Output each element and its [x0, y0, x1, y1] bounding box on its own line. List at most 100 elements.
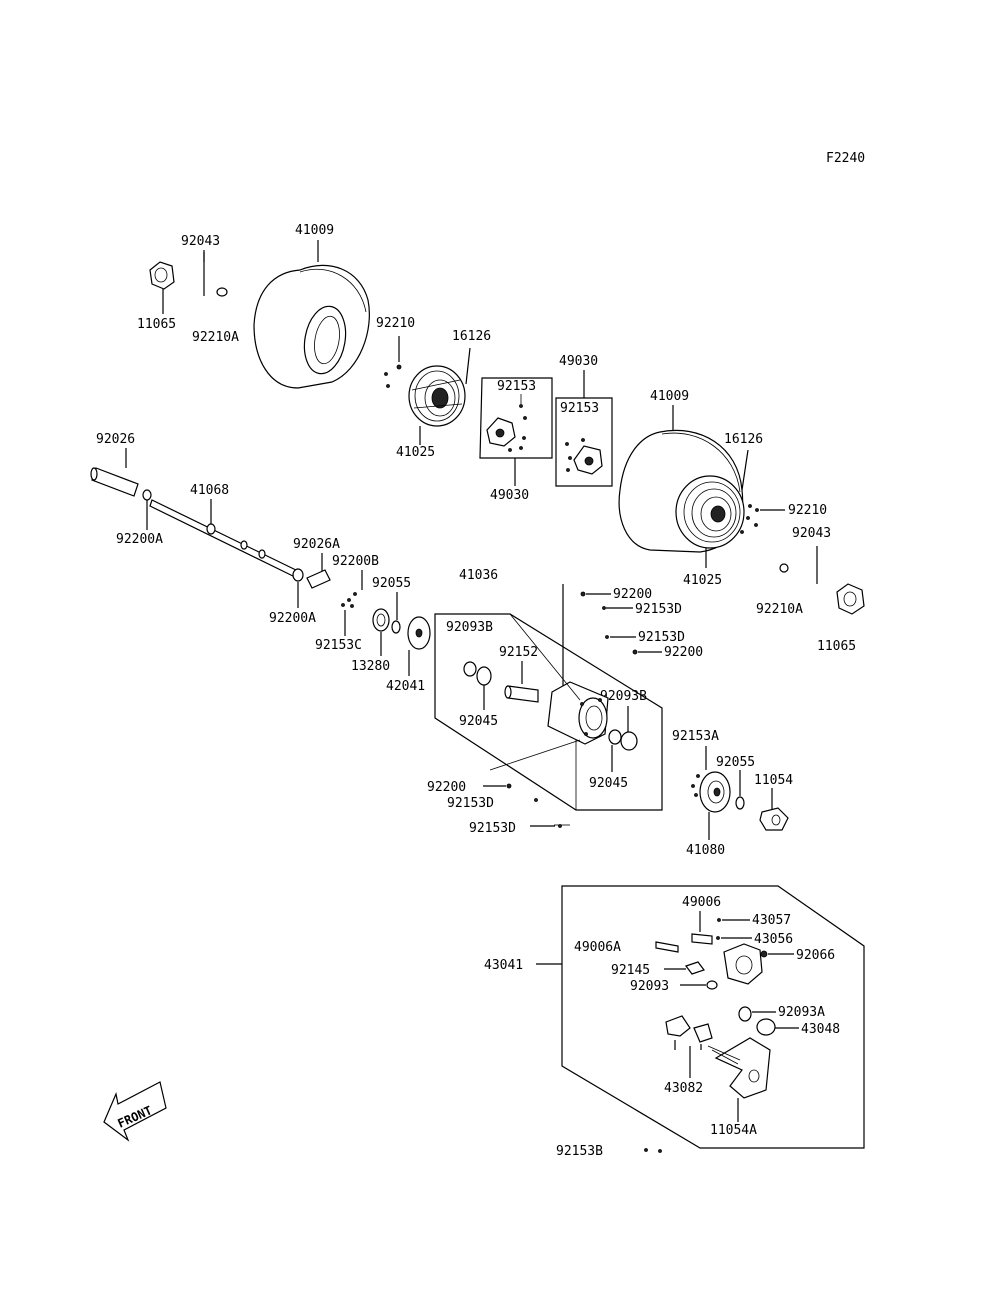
label-11065-top: 11065 [137, 317, 176, 332]
caliper-11054 [759, 788, 789, 831]
label-92066: 92066 [796, 948, 835, 963]
bearing-92200A-left [142, 489, 152, 530]
label-41025-top: 41025 [396, 445, 435, 460]
label-92153D-bot2: 92153D [469, 821, 516, 836]
sprocket-42041 [407, 616, 431, 676]
label-11054A: 11054A [710, 1123, 757, 1138]
label-92043-top: 92043 [181, 234, 220, 249]
caliper-body [723, 943, 794, 985]
bolts-92200-92153D-top [580, 591, 662, 655]
label-11065-right: 11065 [817, 639, 856, 654]
rim-41025-top [384, 336, 471, 445]
bolts-92200-92153D-bottom [483, 783, 570, 828]
bolts-92153B [644, 1148, 662, 1153]
bolts-92200B [341, 570, 363, 636]
label-92210-right: 92210 [788, 503, 827, 518]
label-92200B: 92200B [332, 554, 379, 569]
label-92200A-mid: 92200A [269, 611, 316, 626]
label-43056: 43056 [754, 932, 793, 947]
label-92093A: 92093A [778, 1005, 825, 1020]
label-92145: 92145 [611, 963, 650, 978]
label-92153-box1: 92153 [497, 379, 536, 394]
label-92153-box2: 92153 [560, 401, 599, 416]
label-92045-left: 92045 [459, 714, 498, 729]
label-92153D-top: 92153D [635, 602, 682, 617]
label-49030-box1: 49030 [490, 488, 529, 503]
label-49030-top: 49030 [559, 354, 598, 369]
label-92153D-bot1: 92153D [447, 796, 494, 811]
oring-92093A [738, 1006, 776, 1022]
label-92026: 92026 [96, 432, 135, 447]
label-43041: 43041 [484, 958, 523, 973]
label-92093B-left: 92093B [446, 620, 493, 635]
spring-92093 [680, 980, 718, 990]
label-92026A: 92026A [293, 537, 340, 552]
label-41009-right: 41009 [650, 389, 689, 404]
label-92200-mid: 92200 [664, 645, 703, 660]
label-49006A: 49006A [574, 940, 621, 955]
label-49006: 49006 [682, 895, 721, 910]
label-92200A-left: 92200A [116, 532, 163, 547]
label-92210-top: 92210 [376, 316, 415, 331]
pin-49006A [655, 941, 679, 953]
bolts-92153A [691, 746, 707, 797]
label-43082: 43082 [664, 1081, 703, 1096]
brake-disc-41080 [699, 771, 731, 840]
label-92200-bot: 92200 [427, 780, 466, 795]
label-92055-mid: 92055 [372, 576, 411, 591]
label-41009-top: 41009 [295, 223, 334, 238]
rim-41025-right [675, 449, 785, 568]
clip-92145 [664, 961, 705, 975]
label-92055-right: 92055 [716, 755, 755, 770]
bracket-11054A [707, 1037, 771, 1122]
label-92045-right: 92045 [589, 776, 628, 791]
label-41080: 41080 [686, 843, 725, 858]
bearing-92045-right [608, 706, 638, 772]
label-11054: 11054 [754, 773, 793, 788]
tube-92026A [306, 553, 331, 589]
label-92153D-mid: 92153D [638, 630, 685, 645]
nut-92210A-right [779, 563, 789, 573]
cap-nut-11065-right [836, 583, 865, 615]
axle-tube-92026 [90, 448, 139, 497]
label-16126-right: 16126 [724, 432, 763, 447]
piston-43048 [756, 1018, 799, 1036]
caliper-group-frame-43041 [561, 885, 865, 1149]
sprocket-hub-13280 [372, 608, 390, 656]
pads-43082 [665, 1015, 713, 1078]
seal-92055-mid [391, 592, 401, 634]
label-41068: 41068 [190, 483, 229, 498]
hub-49030-box-right [555, 370, 613, 487]
nut-92210A-top [216, 287, 228, 297]
label-43057: 43057 [752, 913, 791, 928]
axle-housing-41036 [489, 584, 609, 810]
axle-shaft-41068 [149, 499, 301, 579]
label-42041: 42041 [386, 679, 425, 694]
label-41036: 41036 [459, 568, 498, 583]
hub-49030-box-left [479, 377, 553, 486]
front-direction-arrow: FRONT [103, 1081, 167, 1142]
washers-43057-43056 [716, 918, 752, 940]
label-92210A-right: 92210A [756, 602, 803, 617]
bearing-92045-left [463, 661, 492, 710]
pin-49006 [691, 911, 713, 945]
label-13280: 13280 [351, 659, 390, 674]
label-92153A: 92153A [672, 729, 719, 744]
label-43048: 43048 [801, 1022, 840, 1037]
label-41025-right: 41025 [683, 573, 722, 588]
label-92093B-right: 92093B [600, 689, 647, 704]
tire-41009-top [253, 240, 370, 389]
figure-code: F2240 [826, 151, 865, 166]
cap-nut-11065-left [149, 261, 175, 314]
bearing-92200A-mid [292, 568, 304, 608]
label-92200-top: 92200 [613, 587, 652, 602]
label-92093: 92093 [630, 979, 669, 994]
sleeve-92152 [504, 661, 539, 703]
label-92043-right: 92043 [792, 526, 831, 541]
label-92210A-top: 92210A [192, 330, 239, 345]
label-92152: 92152 [499, 645, 538, 660]
label-92153C: 92153C [315, 638, 362, 653]
label-92153B: 92153B [556, 1144, 603, 1159]
seal-92055-right [735, 770, 745, 810]
